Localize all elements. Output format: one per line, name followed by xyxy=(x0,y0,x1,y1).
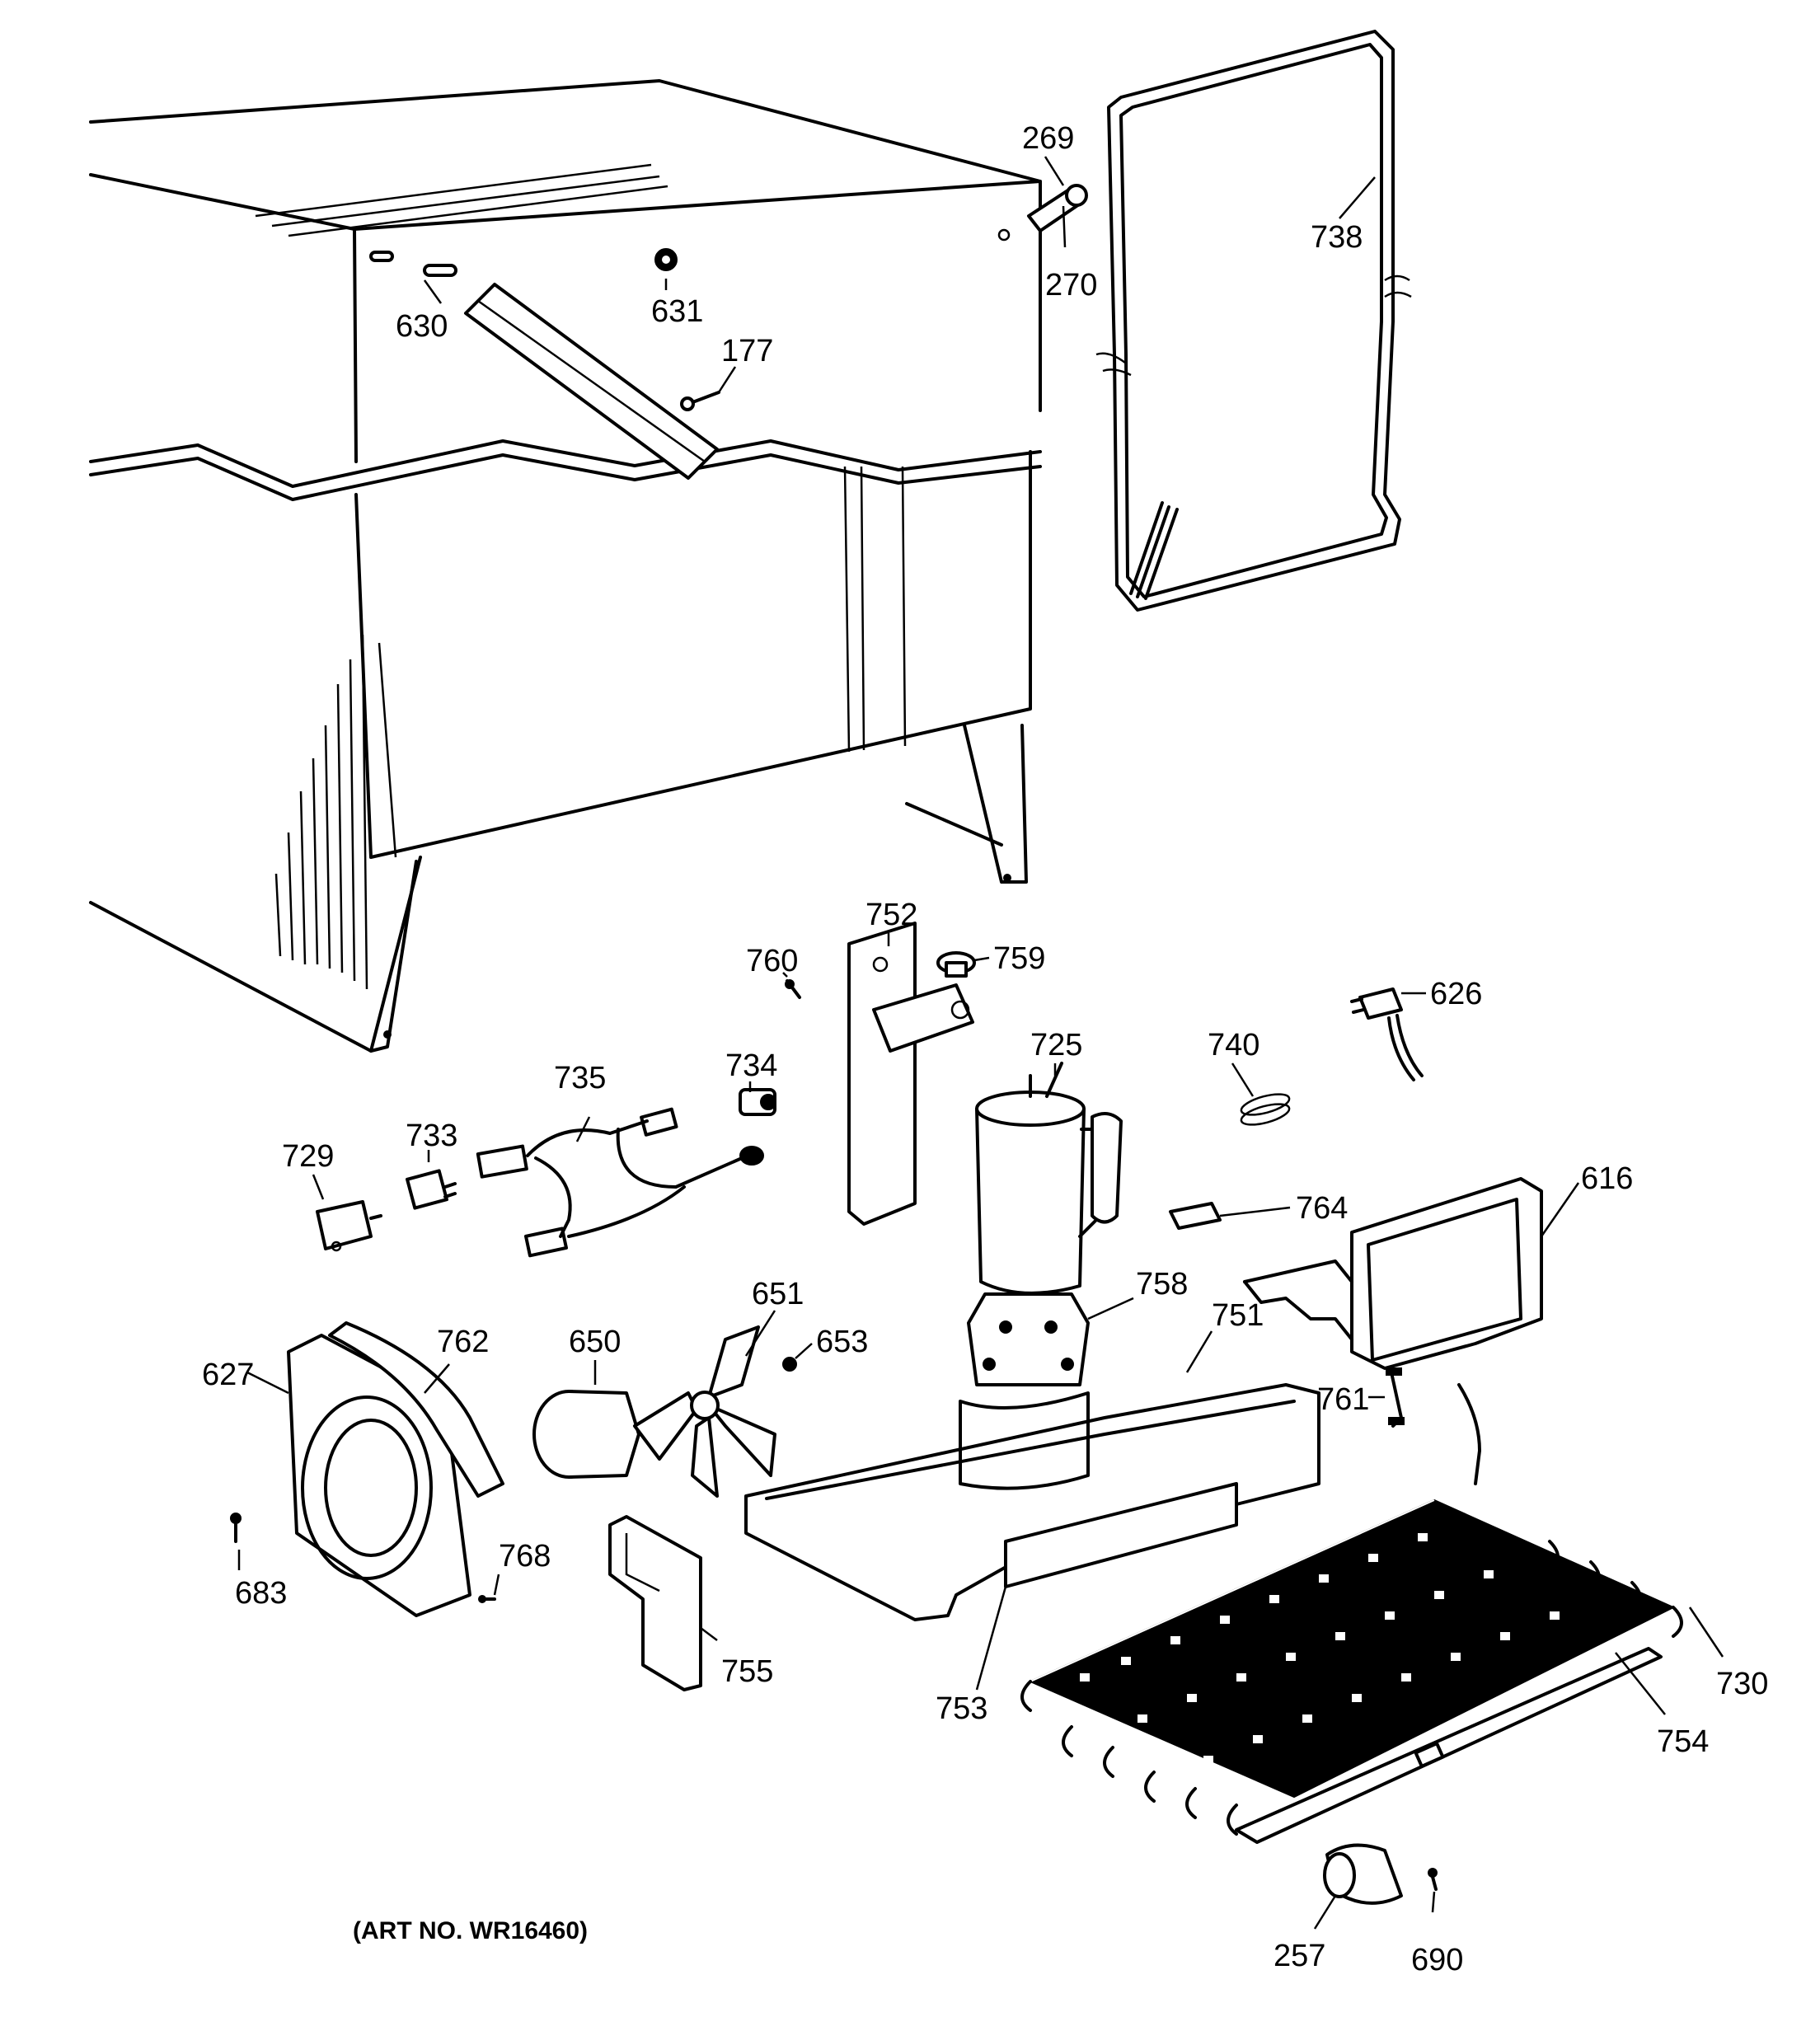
label-768: 768 xyxy=(499,1539,551,1574)
label-758: 758 xyxy=(1136,1267,1188,1302)
label-755: 755 xyxy=(721,1654,773,1689)
label-734: 734 xyxy=(725,1048,777,1083)
wiring-harness-735 xyxy=(476,1107,764,1258)
label-269: 269 xyxy=(1022,121,1074,156)
grommet-759 xyxy=(936,951,976,978)
screw-768 xyxy=(478,1595,496,1603)
label-754: 754 xyxy=(1657,1724,1709,1759)
label-762: 762 xyxy=(437,1325,489,1359)
label-735: 735 xyxy=(554,1061,606,1095)
label-631: 631 xyxy=(651,294,703,329)
label-764: 764 xyxy=(1296,1191,1348,1226)
label-751: 751 xyxy=(1212,1298,1264,1333)
plug-626 xyxy=(1350,987,1424,1081)
part-labels: 269 270 738 630 631 177 752 760 759 725 … xyxy=(202,121,1768,1977)
label-270: 270 xyxy=(1045,268,1097,303)
label-653: 653 xyxy=(816,1325,868,1359)
label-761: 761 xyxy=(1317,1382,1369,1417)
support-754 xyxy=(1235,1647,1663,1844)
label-729: 729 xyxy=(282,1139,334,1174)
label-740: 740 xyxy=(1208,1028,1259,1062)
cover-755 xyxy=(608,1515,702,1691)
screw-760 xyxy=(785,979,801,999)
compressor-725 xyxy=(975,1062,1123,1295)
capacitor-729 xyxy=(316,1200,382,1252)
bracket-752 xyxy=(847,922,974,1226)
leader-lines xyxy=(237,156,1724,1930)
fan-blade-651 xyxy=(633,1325,776,1498)
label-616: 616 xyxy=(1581,1161,1633,1196)
label-177: 177 xyxy=(721,334,773,368)
label-683: 683 xyxy=(235,1576,287,1611)
door-gasket-738 xyxy=(1095,30,1412,612)
control-board-616 xyxy=(1243,1177,1543,1370)
label-627: 627 xyxy=(202,1358,254,1392)
screw-690 xyxy=(1428,1868,1438,1891)
screw-683 xyxy=(230,1513,242,1543)
cabinet-top xyxy=(89,79,1042,501)
art-number: (ART NO. WR16460) xyxy=(353,1917,588,1944)
label-650: 650 xyxy=(569,1325,621,1359)
label-738: 738 xyxy=(1311,220,1363,255)
label-626: 626 xyxy=(1430,977,1482,1011)
label-733: 733 xyxy=(406,1119,457,1153)
grommet-257 xyxy=(1323,1843,1403,1905)
relay-733 xyxy=(406,1169,457,1210)
hinge-269-270 xyxy=(1027,184,1088,232)
label-725: 725 xyxy=(1030,1028,1082,1062)
label-753: 753 xyxy=(936,1691,987,1726)
shroud-seal-762 xyxy=(328,1321,504,1498)
label-690: 690 xyxy=(1411,1943,1463,1977)
bracket-764 xyxy=(1169,1202,1222,1230)
clip-740 xyxy=(1240,1093,1291,1126)
connector-734 xyxy=(739,1088,776,1116)
clip-761 xyxy=(1386,1367,1405,1428)
fan-shroud-627 xyxy=(287,1334,471,1617)
label-730: 730 xyxy=(1716,1667,1768,1701)
base-tray-751 xyxy=(744,1383,1320,1621)
label-759: 759 xyxy=(993,941,1045,976)
fan-motor-650 xyxy=(532,1390,661,1479)
label-257: 257 xyxy=(1274,1939,1325,1973)
cabinet-bottom xyxy=(89,450,1032,1053)
mount-758 xyxy=(967,1292,1090,1386)
label-651: 651 xyxy=(752,1277,804,1311)
nut-653 xyxy=(782,1357,797,1372)
label-752: 752 xyxy=(865,898,917,932)
label-630: 630 xyxy=(396,309,448,344)
condenser-coil-730 xyxy=(1020,1383,1683,1836)
label-760: 760 xyxy=(746,944,798,978)
